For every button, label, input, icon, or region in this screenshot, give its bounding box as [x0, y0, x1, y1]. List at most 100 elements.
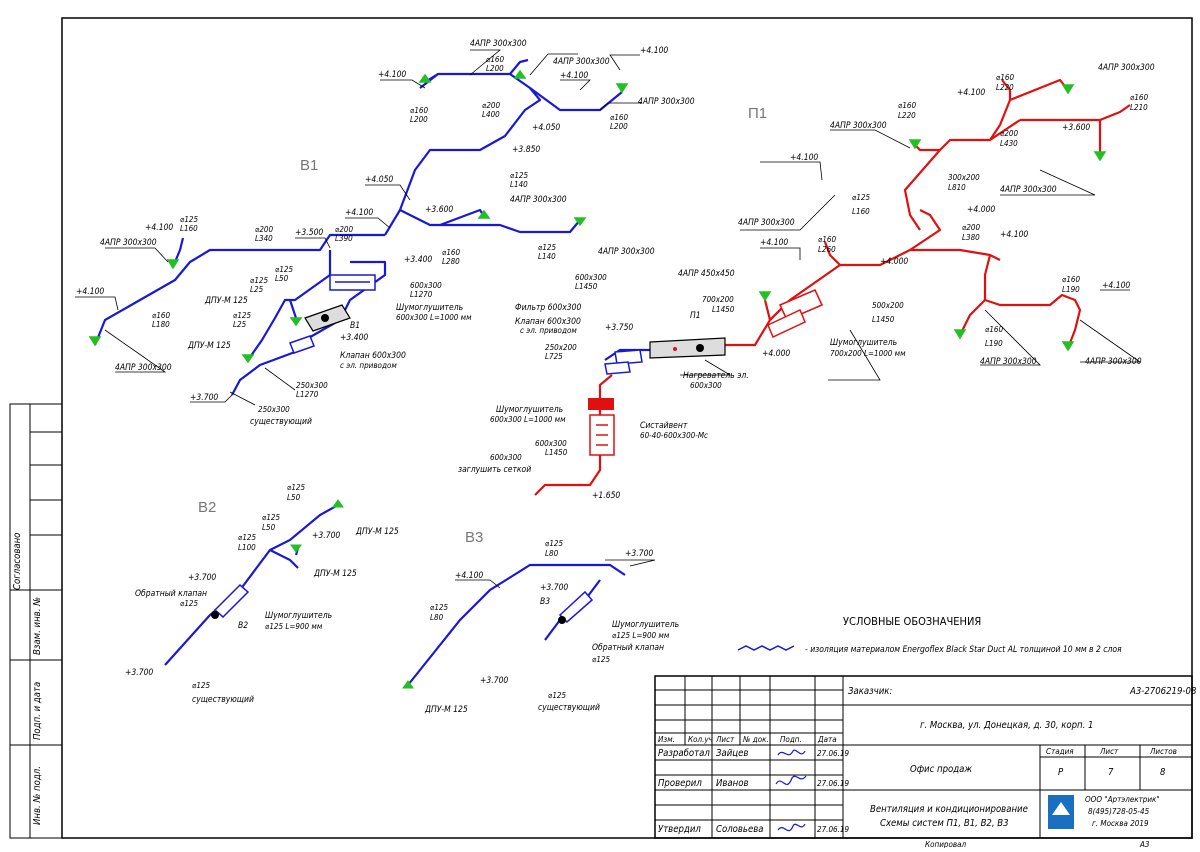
title-block	[654, 675, 1193, 839]
signature-marks	[775, 749, 807, 832]
v2-silencer-spec: ⌀125 L=900 мм	[265, 622, 323, 631]
v1-dim-d125-b: ⌀125	[538, 243, 556, 252]
p1-l210: L210	[1130, 103, 1148, 112]
v1-silencer-spec: 600x300 L=1000 мм	[396, 313, 472, 322]
p1-elev-e5: +4.100	[1000, 230, 1028, 240]
p1-elev-e8: +4.100	[1102, 281, 1130, 291]
v1-dim-d160-l180: ⌀160	[152, 311, 170, 320]
v1-dim-d250-l1270: 250x300	[296, 381, 328, 390]
v1-dpu1: ДПУ-М 125	[204, 296, 248, 306]
system-label-v2: В2	[198, 499, 216, 516]
side-sign: Подп. и дата	[32, 682, 43, 740]
tb-row2-date: 27.06.19	[817, 825, 849, 834]
sheet-frame	[9, 17, 1193, 839]
tb-row0-role: Разработал	[658, 748, 710, 759]
v1-unit	[304, 304, 351, 332]
p1-silencer: Шумоглушитель	[830, 338, 897, 348]
tb-row1-name: Иванов	[716, 778, 749, 789]
tb-sheets: 8	[1160, 767, 1166, 778]
p1-diffuser-a1: 4АПР 300x300	[1098, 63, 1155, 73]
v1-valve	[289, 335, 315, 354]
v1-dpu2: ДПУ-М 125	[187, 341, 231, 351]
tb-row2-name: Соловьева	[716, 824, 764, 835]
v2-silencer	[213, 583, 250, 619]
system-label-v1: В1	[300, 157, 318, 174]
v1-elev-e8: +3.600	[425, 205, 453, 215]
center-d700-l1450: 700x200	[702, 295, 734, 304]
v1-elev-e7: +4.100	[345, 208, 373, 218]
v2-check-valve	[211, 611, 219, 619]
p1-elev-e3: +4.100	[790, 153, 818, 163]
v3-check-d: ⌀125	[592, 655, 610, 664]
side-inv1: Взам. инв. №	[32, 597, 43, 655]
v2-silencer: Шумоглушитель	[265, 611, 332, 621]
center-l725: L725	[545, 352, 563, 361]
v3-text: ⌀125 L80 +3.700 +4.100 +3.700 В3 ⌀125 L8…	[424, 539, 679, 715]
v1-dim-d160-a: ⌀160	[486, 55, 504, 64]
title-block-text: Заказчик: А3-2706219-08 г. Москва, ул. Д…	[658, 686, 1197, 849]
v1-dim-d125-a: ⌀125	[510, 171, 528, 180]
v1-text: 4АПР 300x300 4АПР 300x300 4АПР 300x300 +…	[76, 39, 695, 427]
p1-l810: L810	[948, 183, 966, 192]
v1-elev-e3: +4.100	[640, 46, 668, 56]
center-silencer	[589, 414, 615, 456]
v1-dim-d250-exist: 250x300	[258, 405, 290, 414]
v1-dim-l1270a: L1270	[410, 290, 433, 299]
system-label-p1: П1	[748, 105, 767, 122]
v1-dim-l25a: L25	[250, 285, 264, 294]
p1-elev-e4: +4.000	[967, 205, 995, 215]
center-silencer-spec: 600x300 L=1000 мм	[490, 415, 566, 424]
tb-row1-role: Проверил	[658, 778, 702, 789]
tb-row1-date: 27.06.19	[817, 779, 849, 788]
p1-l190b: L190	[985, 339, 1003, 348]
p1-d160-l220a: ⌀160	[996, 73, 1014, 82]
tb-title1: Вентиляция и кондиционирование	[870, 804, 1028, 815]
v3-unit: В3	[540, 597, 550, 607]
v3-elev1: +4.100	[455, 571, 483, 581]
p1-silencer	[767, 289, 824, 339]
tb-phone: 8(495)728-05-45	[1088, 807, 1150, 816]
v1-valve-spec: с эл. приводом	[340, 361, 397, 370]
v1-dim-l160: L160	[180, 224, 198, 233]
p1-diffusers	[758, 84, 1107, 352]
tb-sheet-h: Лист	[1099, 747, 1119, 756]
side-inv2: Инв. № подл.	[32, 766, 43, 825]
tb-row2-role: Утвердил	[658, 824, 701, 835]
v2-existing: существующий	[192, 695, 254, 705]
v1-dim-l200-a: L200	[486, 64, 504, 73]
v1-dim-d200-l400: ⌀200	[482, 101, 500, 110]
p1-d160-l260: ⌀160	[818, 235, 836, 244]
v1-dim-l25b: L25	[233, 320, 247, 329]
center-fan-spec: 60-40-600x300-Мс	[640, 431, 708, 440]
p1-diffuser-a3: 4АПР 300x300	[1000, 185, 1057, 195]
tb-title2: Схемы систем П1, В1, В2, В3	[880, 818, 1009, 829]
p1-d160-l190a: ⌀160	[1062, 275, 1080, 284]
p1-elev-e6: +4.100	[760, 238, 788, 248]
v1-dim-d125-l160: ⌀125	[180, 215, 198, 224]
v1-dim-l140-b: L140	[538, 252, 556, 261]
v1-dim-d200-l340: ⌀200	[255, 225, 273, 234]
p1-l1450: L1450	[872, 315, 895, 324]
v3-silencer-spec: ⌀125 L=900 мм	[612, 631, 670, 640]
p1-d160-l220b: ⌀160	[898, 101, 916, 110]
v1-valve-label: Клапан 600x300	[340, 351, 406, 361]
p1-elev-e7: +4.000	[880, 257, 908, 267]
v1-elev-e10: +3.400	[404, 255, 432, 265]
legend-item: - изоляция материалом Energoflex Black S…	[805, 645, 1122, 655]
v1-diffuser-a1: 4АПР 300x300	[470, 39, 527, 49]
v1-elev-e12: +3.400	[340, 333, 368, 343]
v1-unit-label: В1	[350, 321, 360, 331]
v3-silencer: Шумоглушитель	[612, 620, 679, 630]
v1-dim-l200-c: L200	[610, 122, 628, 131]
v1-silencer-label: Шумоглушитель	[396, 303, 463, 313]
v1-dim-l140-a: L140	[510, 180, 528, 189]
center-elev4000: +4.000	[762, 349, 790, 359]
p1-d200-l380: ⌀200	[962, 223, 980, 232]
v3-ductwork	[407, 563, 626, 686]
v3-l80a: L80	[545, 549, 559, 558]
center-elev375: +3.750	[605, 323, 633, 333]
p1-diffuser-a6: 4АПР 300x300	[980, 357, 1037, 367]
tb-row0-date: 27.06.19	[817, 749, 849, 758]
v2-d125-l50a: ⌀125	[287, 483, 305, 492]
p1-d160-l210: ⌀160	[1130, 93, 1148, 102]
